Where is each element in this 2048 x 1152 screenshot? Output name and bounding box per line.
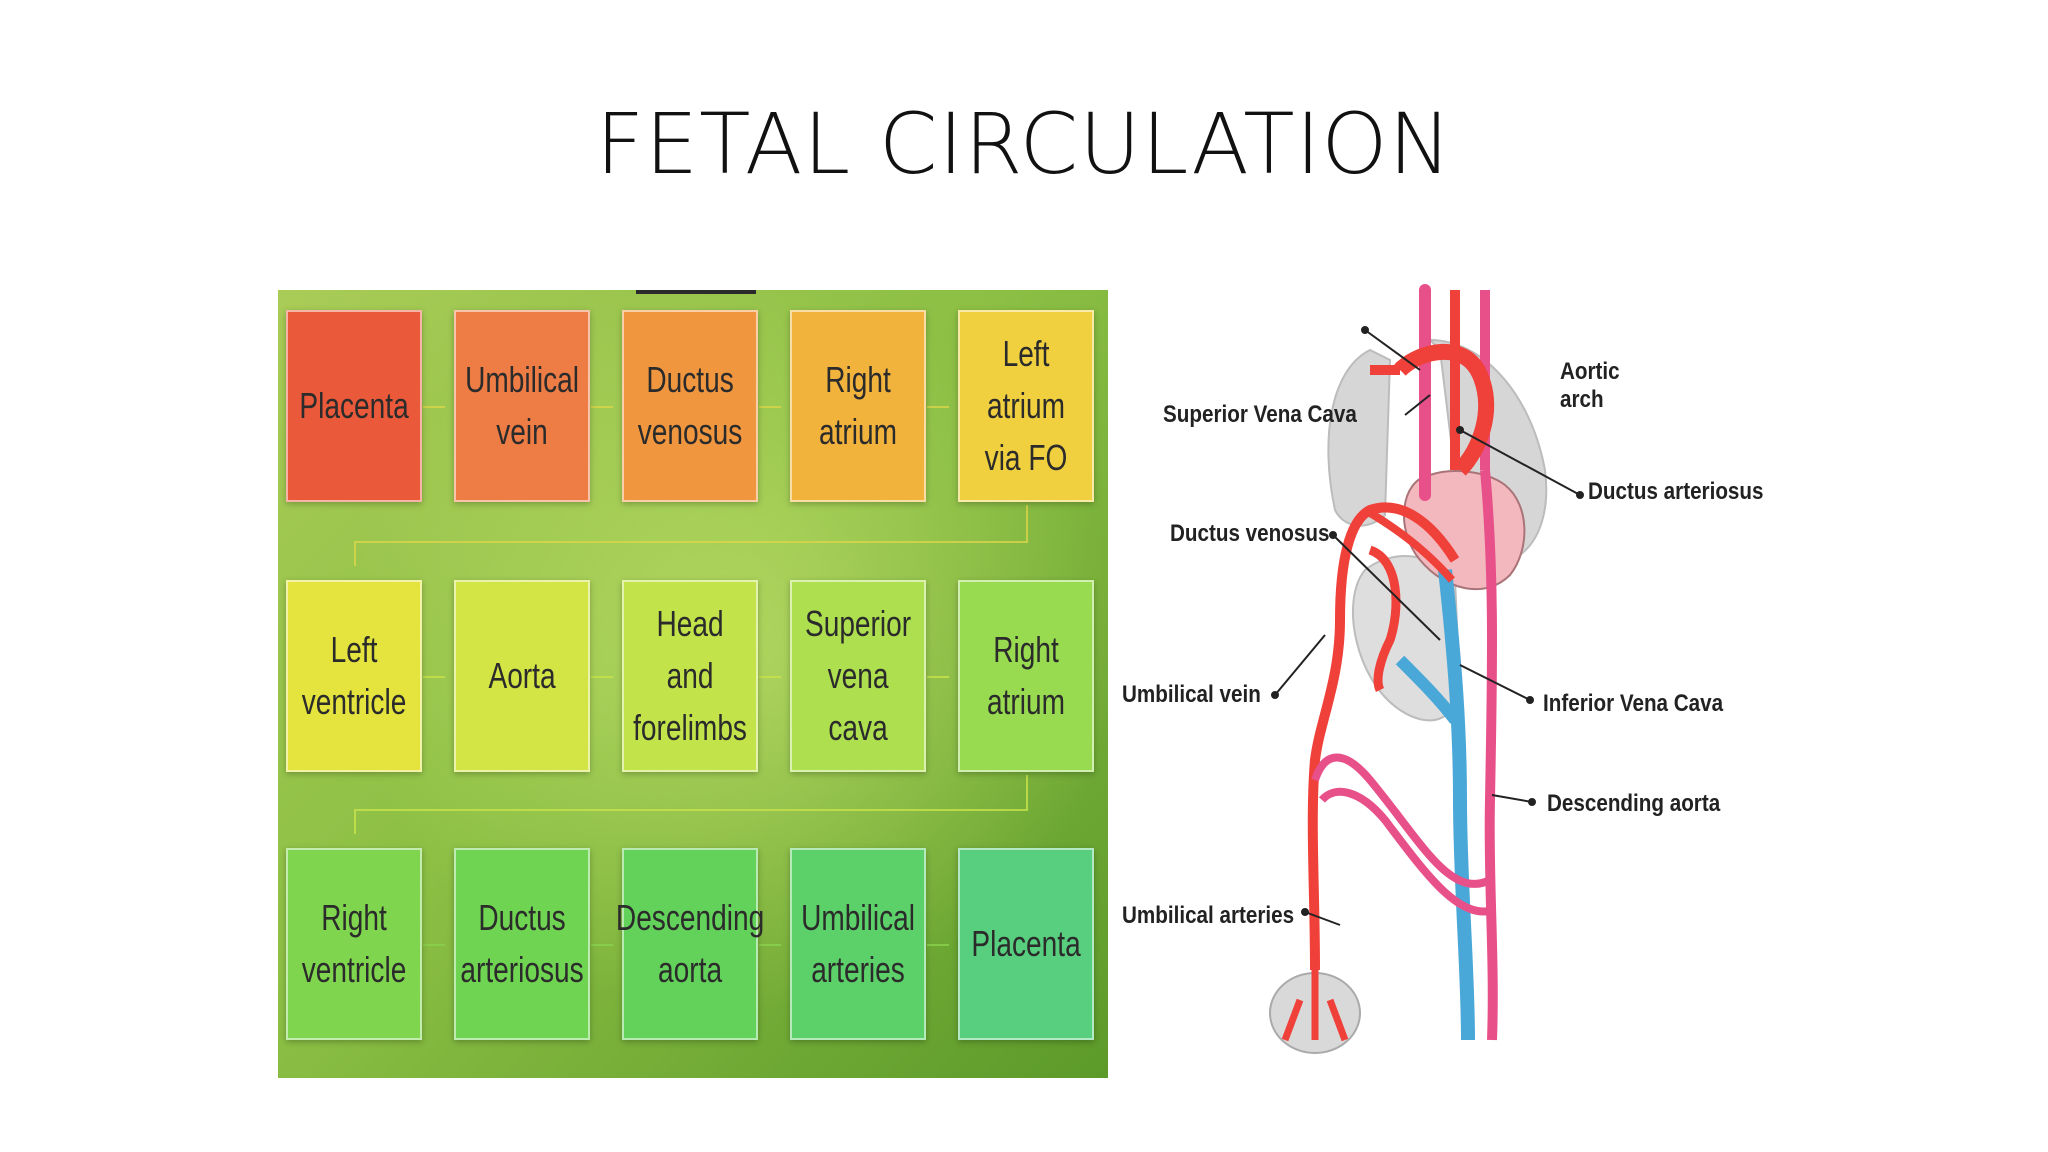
flow-box: Head and forelimbs — [622, 580, 758, 772]
flow-box: Placenta — [286, 310, 422, 502]
flow-box-label: Placenta — [299, 385, 409, 426]
flow-box-label: Head and forelimbs — [633, 603, 747, 748]
connector-wrap — [354, 775, 1028, 834]
fetal-circulation-illustration — [1269, 284, 1584, 1054]
flow-box-label: Right atrium — [986, 629, 1066, 722]
hepatic-vein — [1395, 655, 1460, 724]
flow-box-label: Right ventricle — [301, 897, 407, 990]
ductus-venosus-vessel — [1363, 506, 1456, 583]
label-descending-aorta: Descending aorta — [1547, 790, 1721, 817]
label-aortic-arch: Aortic arch — [1560, 358, 1620, 413]
ivc-vessel — [1438, 569, 1475, 1041]
flow-box: Right atrium — [958, 580, 1094, 772]
label-inferior-vena-cava: Inferior Vena Cava — [1543, 690, 1724, 717]
flow-box: Left atrium via FO — [958, 310, 1094, 502]
descending-aorta-vessel — [1480, 469, 1498, 1041]
flow-box: Right ventricle — [286, 848, 422, 1040]
umbilical-vein-vessel — [1307, 502, 1460, 971]
flow-box: Aorta — [454, 580, 590, 772]
liver-branch — [1368, 545, 1401, 693]
flow-connectors — [354, 406, 1028, 946]
flow-box-label: Descending aorta — [615, 897, 765, 990]
flow-box-label: Umbilical arteries — [801, 897, 915, 990]
label-umbilical-arteries: Umbilical arteries — [1122, 902, 1295, 929]
flow-box: Descending aorta — [616, 848, 764, 1040]
umbilical-artery-vessel-2 — [1318, 787, 1497, 916]
aortic-arch-vessel — [1394, 343, 1495, 476]
slide-title: FETAL CIRCULATION — [595, 95, 1453, 193]
flow-box-label: Umbilical vein — [465, 359, 579, 452]
flow-box: Umbilical arteries — [790, 848, 926, 1040]
flow-box: Umbilical vein — [454, 310, 590, 502]
left-lung — [1327, 348, 1392, 527]
placenta-vessels — [1281, 970, 1349, 1042]
label-umbilical-vein: Umbilical vein — [1122, 681, 1261, 708]
flow-box-label: Superior vena cava — [804, 603, 912, 748]
flow-box-label: Aorta — [488, 655, 556, 696]
flow-box-label: Ductus venosus — [637, 359, 743, 452]
connector-wrap — [354, 505, 1028, 566]
flow-box: Ductus arteriosus — [454, 848, 590, 1040]
flow-box: Left ventricle — [286, 580, 422, 772]
flow-box-label: Right atrium — [818, 359, 898, 452]
label-ductus-venosus: Ductus venosus — [1170, 520, 1330, 547]
flow-box-label: Left atrium via FO — [984, 333, 1068, 478]
flow-box: Ductus venosus — [622, 310, 758, 502]
flow-box: Placenta — [958, 848, 1094, 1040]
label-superior-vena-cava: Superior Vena Cava — [1163, 401, 1357, 428]
flow-box-label: Ductus arteriosus — [460, 897, 584, 990]
label-ductus-arteriosus: Ductus arteriosus — [1588, 478, 1764, 505]
umbilical-artery-vessel — [1311, 753, 1492, 888]
flow-box-label: Left ventricle — [301, 629, 407, 722]
flow-box: Superior vena cava — [790, 580, 926, 772]
flow-box: Right atrium — [790, 310, 926, 502]
panel-top-mark — [636, 290, 756, 294]
flow-box-label: Placenta — [971, 923, 1081, 964]
